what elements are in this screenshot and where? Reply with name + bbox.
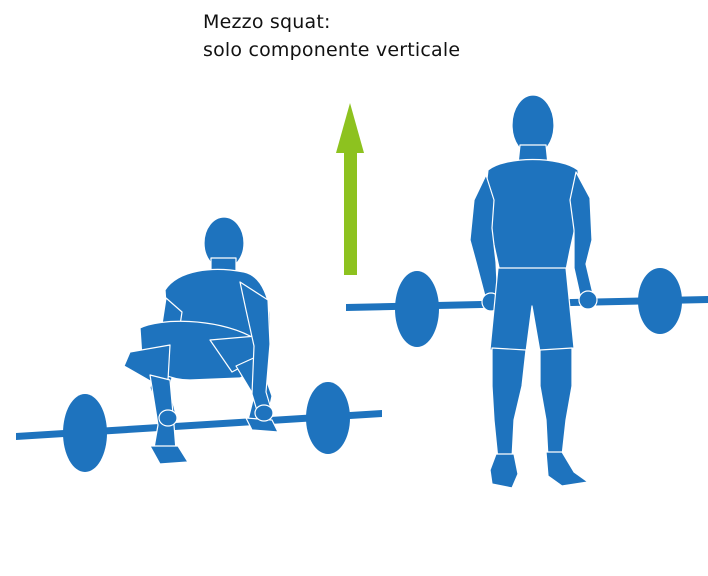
standing-lifter bbox=[470, 95, 597, 488]
arrow-up-icon bbox=[336, 103, 364, 275]
left-barbell bbox=[16, 382, 382, 472]
